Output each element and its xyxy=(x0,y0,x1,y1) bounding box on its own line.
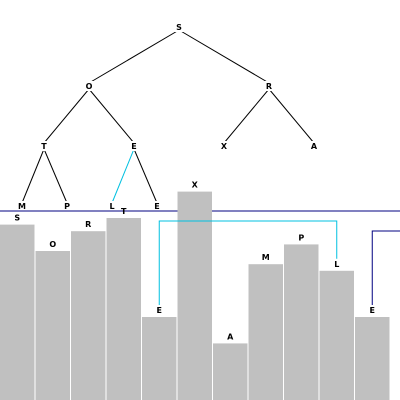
array-bar-label-2: R xyxy=(85,220,91,229)
array-bar-3 xyxy=(106,218,141,400)
tree-node-bg-5 xyxy=(219,141,229,151)
tree-edge-7 xyxy=(43,148,68,204)
tree-edge-3 xyxy=(88,88,135,144)
array-bar-label-1: O xyxy=(49,240,56,249)
tree-node-label-8: P xyxy=(64,202,70,211)
array-bar-label-3: T xyxy=(121,207,127,216)
tree-edge-0 xyxy=(88,29,180,84)
array-bar-9 xyxy=(319,270,354,400)
heap-boundary-marker xyxy=(371,230,400,305)
array-bar-8 xyxy=(284,244,319,400)
array-bar-1 xyxy=(35,251,70,400)
tree-edge-8 xyxy=(111,148,135,204)
array-bar-2 xyxy=(71,231,106,400)
array-bar-6 xyxy=(213,343,248,400)
array-bar-4 xyxy=(142,317,177,400)
compare-bracket xyxy=(158,220,338,305)
array-bars xyxy=(0,191,390,400)
array-bar-label-9: L xyxy=(334,260,339,269)
array-bar-5 xyxy=(177,191,212,400)
tree-node-label-10: E xyxy=(154,202,159,211)
tree-edge-1 xyxy=(178,29,270,84)
tree-edge-6 xyxy=(21,148,45,204)
tree-node-label-4: E xyxy=(131,142,136,151)
tree-node-bg-1 xyxy=(84,81,94,91)
compare-connectors xyxy=(158,220,400,305)
tree-node-label-3: T xyxy=(41,142,47,151)
array-bar-label-8: P xyxy=(298,233,304,242)
tree-node-bg-9 xyxy=(107,201,117,211)
array-bar-10 xyxy=(355,317,390,400)
tree-edges xyxy=(21,29,315,204)
array-bar-label-0: S xyxy=(14,214,20,223)
tree-edge-9 xyxy=(133,148,158,204)
tree-node-bg-6 xyxy=(309,141,319,151)
tree-node-bg-10 xyxy=(152,201,162,211)
tree-edge-2 xyxy=(43,88,90,144)
tree-node-label-0: S xyxy=(176,23,182,32)
tree-edge-5 xyxy=(268,88,315,144)
array-bar-0 xyxy=(0,224,35,400)
array-bar-labels: S O R T E X A M P L E xyxy=(14,181,375,342)
array-bar-7 xyxy=(248,264,283,400)
tree-node-label-5: X xyxy=(221,142,228,151)
tree-node-label-9: L xyxy=(109,202,114,211)
tree-node-label-7: M xyxy=(18,202,26,211)
array-bar-label-5: X xyxy=(192,181,199,190)
tree-node-bg-8 xyxy=(62,201,72,211)
array-bar-label-4: E xyxy=(157,306,162,315)
tree-node-bg-4 xyxy=(129,141,139,151)
tree-edge-4 xyxy=(223,88,270,144)
tree-node-bg-7 xyxy=(17,201,27,211)
tree-nodes: S O R T E X A M P L E xyxy=(17,22,319,211)
tree-node-bg-0 xyxy=(174,22,184,32)
array-bar-label-7: M xyxy=(262,253,270,262)
tree-node-bg-2 xyxy=(264,81,274,91)
array-bar-label-10: E xyxy=(370,306,375,315)
tree-node-label-2: R xyxy=(266,82,272,91)
array-bar-label-6: A xyxy=(227,332,234,341)
tree-node-bg-3 xyxy=(39,141,49,151)
tree-node-label-6: A xyxy=(311,142,318,151)
tree-node-label-1: O xyxy=(86,82,93,91)
